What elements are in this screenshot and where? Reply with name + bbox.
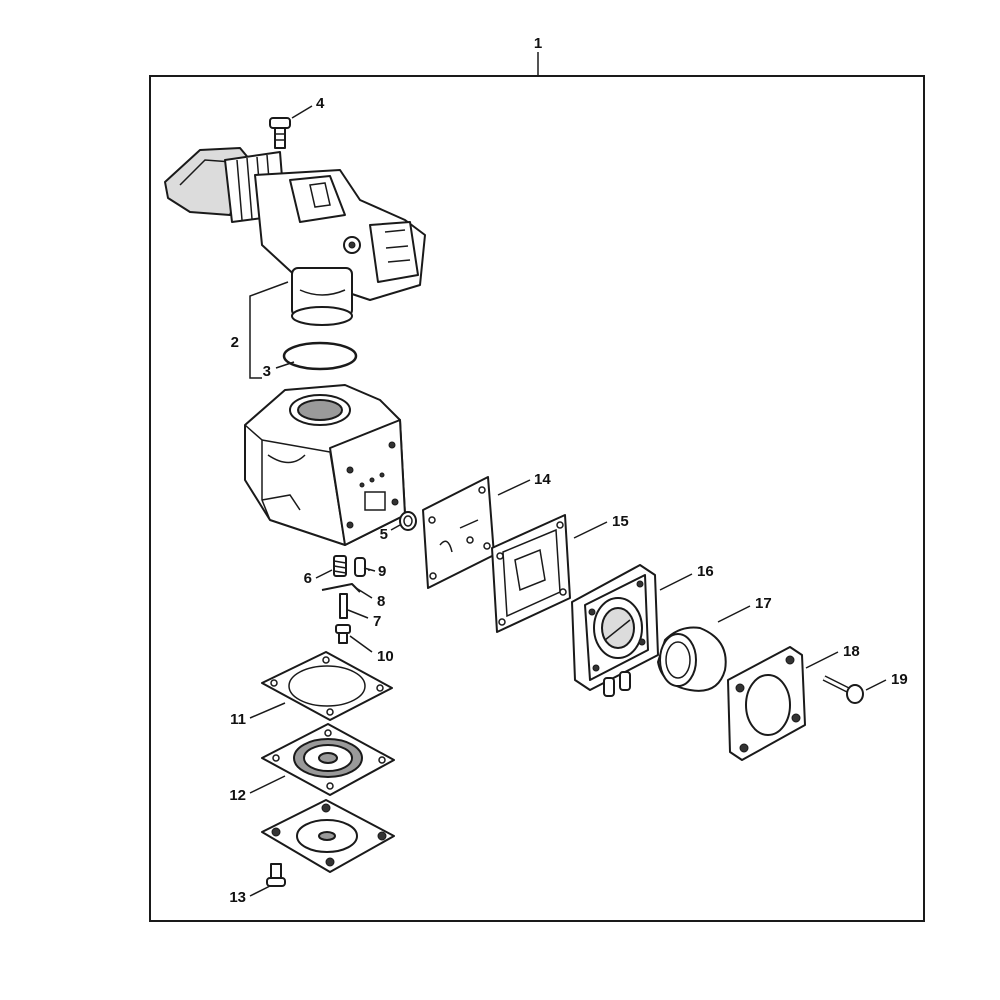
callout-2: 2 (231, 334, 239, 351)
callout-15: 15 (612, 513, 629, 530)
part-7-axle (339, 593, 348, 619)
callout-11: 11 (230, 711, 246, 728)
part-13-screw (266, 863, 286, 887)
part-carburetor-body (244, 384, 406, 546)
assembly-frame (149, 75, 925, 922)
part-14-gasket (422, 476, 495, 589)
part-6-spring (333, 555, 347, 577)
leader-14 (497, 479, 531, 496)
callout-6: 6 (304, 570, 312, 587)
callout-10: 10 (377, 648, 394, 665)
part-17-primer-bulb (657, 626, 727, 692)
leader-13 (249, 885, 271, 897)
leader-4 (291, 105, 313, 119)
callout-7: 7 (373, 613, 381, 630)
leader-7 (347, 609, 369, 619)
leader-16 (659, 573, 693, 591)
callout-4: 4 (316, 95, 325, 112)
leader-8 (355, 587, 373, 599)
callout-9: 9 (378, 563, 386, 580)
part-18-cover-plate (727, 646, 806, 761)
part-19-screw (822, 675, 864, 704)
leader-17 (717, 605, 751, 623)
callout-14: 14 (534, 471, 551, 488)
callout-17: 17 (755, 595, 772, 612)
callout-16: 16 (697, 563, 714, 580)
part-16-pump-housing (571, 564, 659, 697)
part-9-needle (354, 557, 366, 577)
callout-8: 8 (377, 593, 385, 610)
callout-18: 18 (843, 643, 860, 660)
part-3-o-ring (282, 341, 358, 371)
part-11-gasket (261, 651, 393, 721)
part-10-screw (335, 624, 351, 644)
leader-10 (349, 635, 373, 653)
leader-3 (275, 361, 295, 369)
callout-13: 13 (229, 889, 246, 906)
leader-18 (805, 651, 839, 669)
part-2-throttle-housing (164, 147, 426, 326)
leader-19 (865, 679, 887, 691)
leader-11 (249, 702, 286, 719)
part-12-diaphragm (261, 723, 395, 796)
callout-5: 5 (380, 526, 388, 543)
leader-6 (315, 569, 333, 579)
callout-1: 1 (534, 35, 542, 52)
leader-9 (363, 567, 376, 572)
leader-15 (573, 521, 608, 539)
callout-3: 3 (263, 363, 271, 380)
part-bottom-cover-plate (261, 799, 395, 873)
part-5-seal (399, 511, 417, 531)
leader-12 (249, 775, 286, 794)
part-4-screw (269, 117, 291, 149)
callout-12: 12 (229, 787, 246, 804)
part-8-lever (321, 583, 361, 593)
leader-5 (390, 524, 401, 531)
callout-19: 19 (891, 671, 908, 688)
bracket-2-3 (249, 281, 289, 379)
part-15-gasket (491, 514, 571, 633)
